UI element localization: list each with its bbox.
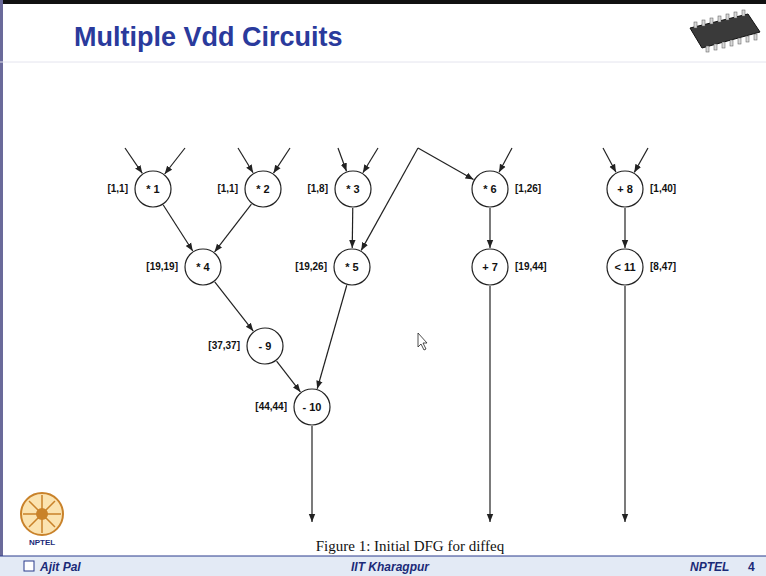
dataflow-arrow — [215, 282, 254, 331]
operation-node: * 3[1,8] — [334, 170, 372, 208]
schedule-range: [1,8] — [307, 184, 328, 194]
schedule-range: [19,19] — [146, 262, 178, 272]
schedule-range: [37,37] — [208, 341, 240, 351]
schedule-range: [1,26] — [515, 184, 541, 194]
output-arrows — [312, 286, 625, 522]
operation-label: - 9 — [259, 341, 272, 352]
operation-node: + 8[1,40] — [606, 170, 644, 208]
operation-node: * 4[19,19] — [184, 248, 222, 286]
operation-label: + 8 — [617, 184, 633, 195]
operation-node: - 10[44,44] — [293, 388, 331, 426]
input-arrows — [125, 148, 648, 250]
schedule-range: [1,1] — [217, 184, 238, 194]
operation-node: < 11[8,47] — [606, 248, 644, 286]
operation-node: + 7[19,44] — [471, 248, 509, 286]
operation-node: * 1[1,1] — [134, 170, 172, 208]
institute-name: IIT Kharagpur — [351, 561, 429, 573]
operation-node: * 6[1,26] — [471, 170, 509, 208]
operation-label: + 7 — [482, 262, 498, 273]
operation-node: - 9[37,37] — [246, 327, 284, 365]
nptel-logo — [21, 493, 63, 535]
page-number: 4 — [748, 561, 755, 573]
operation-label: * 3 — [346, 184, 359, 195]
operation-label: * 1 — [146, 184, 159, 195]
dataflow-arrow — [352, 208, 354, 248]
dataflow-arrow — [317, 285, 347, 388]
dataflow-arrow — [624, 208, 625, 248]
operation-label: * 5 — [345, 262, 358, 273]
schedule-range: [19,44] — [515, 262, 547, 272]
operation-label: - 10 — [303, 402, 322, 413]
operation-label: * 2 — [256, 184, 269, 195]
operation-node: * 5[19,26] — [333, 248, 371, 286]
top-strip — [0, 0, 766, 4]
figure-caption: Figure 1: Initial DFG for diffeq — [316, 538, 504, 555]
dataflow-arrow — [163, 205, 192, 251]
title-rule — [0, 62, 766, 63]
chip-icon — [690, 10, 760, 52]
footer-brand: NPTEL — [690, 561, 729, 573]
operation-label: * 4 — [196, 262, 209, 273]
mouse-cursor — [418, 333, 427, 350]
dataflow-arrow — [489, 208, 490, 248]
footer-rule — [0, 556, 766, 557]
operation-label: * 6 — [483, 184, 496, 195]
schedule-range: [8,47] — [650, 262, 676, 272]
dataflow-arrow — [215, 204, 252, 252]
dataflow-arrow — [277, 361, 301, 392]
logo-text: NPTEL — [29, 539, 55, 547]
footer-icon — [24, 561, 34, 571]
operation-label: < 11 — [614, 262, 635, 273]
schedule-range: [1,40] — [650, 184, 676, 194]
left-edge — [0, 0, 3, 576]
slide-title: Multiple Vdd Circuits — [74, 22, 343, 53]
schedule-range: [44,44] — [255, 402, 287, 412]
operation-node: * 2[1,1] — [244, 170, 282, 208]
schedule-range: [19,26] — [295, 262, 327, 272]
footer-bar — [0, 556, 766, 576]
schedule-range: [1,1] — [107, 184, 128, 194]
author-name: Ajit Pal — [40, 561, 81, 573]
